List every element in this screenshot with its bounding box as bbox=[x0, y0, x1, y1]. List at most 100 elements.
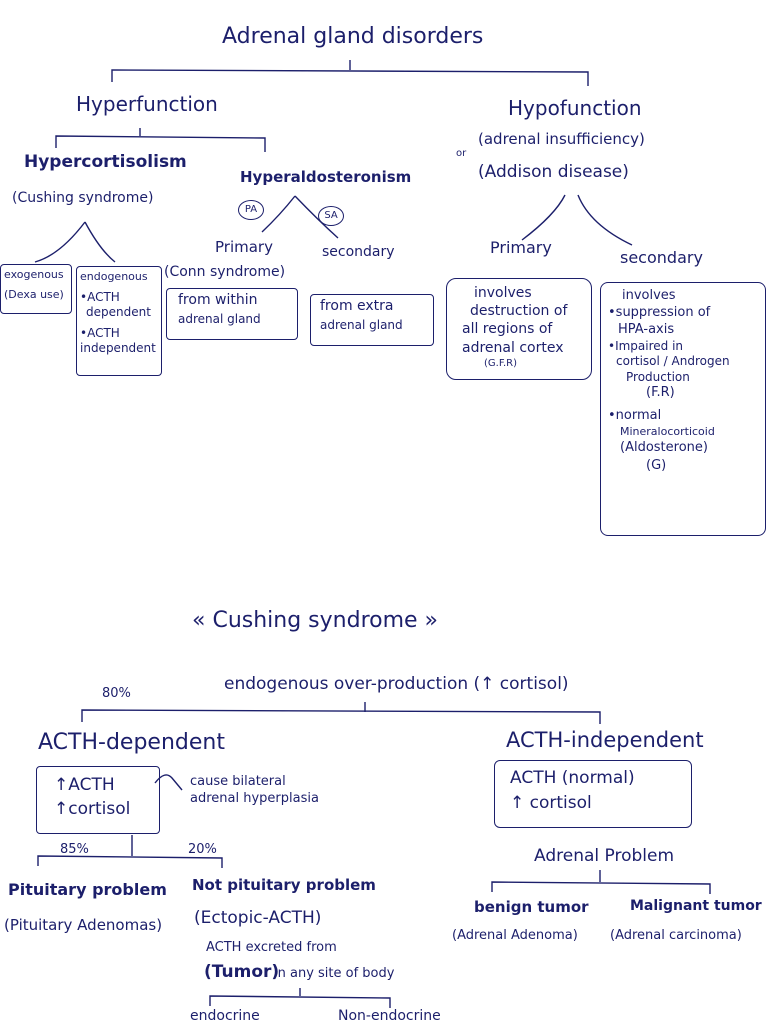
endocrine-label: endocrine bbox=[190, 1008, 260, 1024]
pct-85-label: 85% bbox=[60, 842, 89, 857]
hypofunction-label: Hypofunction bbox=[508, 96, 642, 120]
connector bbox=[491, 881, 711, 894]
primary-box-line: destruction of bbox=[470, 303, 568, 320]
cushing-subtitle: endogenous over-production (↑ cortisol) bbox=[224, 674, 569, 694]
ectopic-acth-label: (Ectopic-ACTH) bbox=[194, 908, 322, 928]
from-within-box bbox=[166, 288, 298, 340]
endogenous-label: endogenous bbox=[80, 270, 148, 283]
connector bbox=[34, 221, 86, 263]
diagram-title: Adrenal gland disorders bbox=[222, 24, 484, 49]
endogenous-item: independent bbox=[80, 340, 156, 355]
from-within-text: from within adrenal gland bbox=[178, 292, 261, 327]
or-label: or bbox=[456, 148, 467, 159]
benign-tumor-label: benign tumor bbox=[474, 898, 589, 916]
malignant-tumor-label: Malignant tumor bbox=[630, 898, 762, 914]
secondary-box-line: (F.R) bbox=[646, 385, 675, 401]
secondary-box-line: HPA-axis bbox=[618, 321, 675, 337]
secondary-box-line: •normal bbox=[608, 408, 662, 424]
connector bbox=[84, 221, 116, 263]
secondary-hypo-text: involves •suppression of HPA-axis •Impai… bbox=[608, 288, 730, 475]
dexa-use-label: (Dexa use) bbox=[4, 287, 64, 301]
from-extra-box bbox=[310, 294, 434, 346]
from-extra-line: adrenal gland bbox=[320, 317, 403, 332]
conn-syndrome-label: (Conn syndrome) bbox=[164, 264, 286, 280]
primary-box-line: (G.F.R) bbox=[484, 357, 518, 369]
sa-circle: SA bbox=[318, 206, 344, 226]
any-site-label: in any site of body bbox=[274, 966, 395, 981]
secondary-box-line: •Impaired in bbox=[608, 338, 684, 353]
not-pituitary-label: Not pituitary problem bbox=[192, 876, 376, 894]
acth-dependent-box bbox=[36, 766, 160, 834]
secondary-hypo-label: secondary bbox=[620, 248, 703, 267]
acth-independent-box bbox=[494, 760, 692, 828]
dep-box-line: ↑cortisol bbox=[54, 798, 131, 819]
hyperaldosteronism-label: Hyperaldosteronism bbox=[240, 168, 412, 186]
dep-note-line: adrenal hyperplasia bbox=[190, 790, 319, 806]
cushing-title: « Cushing syndrome » bbox=[192, 608, 439, 633]
secondary-box-line: involves bbox=[622, 288, 676, 303]
hypercortisolism-label: Hypercortisolism bbox=[24, 152, 187, 172]
connector bbox=[37, 855, 223, 868]
pct-80-label: 80% bbox=[102, 686, 131, 701]
connector bbox=[55, 135, 266, 152]
dep-note-line: cause bilateral bbox=[190, 774, 286, 789]
endogenous-item: •ACTH bbox=[80, 289, 120, 304]
endogenous-item: •ACTH bbox=[80, 325, 120, 340]
primary-aldo-label: Primary bbox=[215, 238, 273, 256]
secondary-hypo-box bbox=[600, 282, 766, 536]
secondary-box-line: Production bbox=[626, 369, 690, 384]
endogenous-box bbox=[76, 266, 162, 376]
primary-hypo-box bbox=[446, 278, 592, 380]
connector bbox=[577, 194, 633, 246]
primary-box-line: adrenal cortex bbox=[462, 339, 564, 356]
connector bbox=[154, 774, 183, 791]
hyperfunction-label: Hyperfunction bbox=[76, 92, 218, 116]
addison-label: (Addison disease) bbox=[478, 162, 629, 182]
primary-hypo-text: involves destruction of all regions of a… bbox=[462, 284, 567, 370]
tumor-label: (Tumor) bbox=[204, 962, 280, 982]
pa-circle: PA bbox=[238, 200, 264, 220]
acth-excreted-label: ACTH excreted from bbox=[206, 940, 337, 955]
adrenal-insufficiency-label: (adrenal insufficiency) bbox=[478, 130, 645, 148]
primary-box-line: all regions of bbox=[462, 321, 553, 338]
primary-box-line: involves bbox=[474, 285, 532, 301]
secondary-box-line: cortisol / Androgen bbox=[616, 354, 730, 369]
cushing-syndrome-label: (Cushing syndrome) bbox=[12, 190, 154, 206]
endogenous-item: dependent bbox=[86, 304, 151, 319]
adrenal-adenoma-label: (Adrenal Adenoma) bbox=[452, 928, 578, 943]
indep-box-line: ACTH (normal) bbox=[510, 768, 635, 788]
connector bbox=[521, 194, 566, 241]
from-within-line: adrenal gland bbox=[178, 311, 261, 326]
dep-box-line: ↑ACTH bbox=[54, 775, 115, 795]
secondary-box-line: (G) bbox=[646, 458, 667, 474]
adrenal-carcinoma-label: (Adrenal carcinoma) bbox=[610, 928, 742, 943]
exogenous-box bbox=[0, 264, 72, 314]
dep-note: cause bilateral adrenal hyperplasia bbox=[190, 774, 319, 808]
secondary-box-line: •suppression of bbox=[608, 304, 711, 320]
acth-independent-box-text: ACTH (normal) ↑ cortisol bbox=[510, 766, 635, 815]
secondary-aldo-label: secondary bbox=[322, 244, 395, 260]
acth-dependent-box-text: ↑ACTH ↑cortisol bbox=[54, 774, 130, 822]
non-endocrine-label: Non-endocrine bbox=[338, 1008, 441, 1024]
indep-box-line: ↑ cortisol bbox=[510, 792, 592, 813]
pituitary-problem-label: Pituitary problem bbox=[8, 880, 167, 899]
secondary-box-line: Mineralocorticoid bbox=[620, 425, 715, 439]
secondary-box-line: (Aldosterone) bbox=[620, 439, 708, 455]
acth-independent-label: ACTH-independent bbox=[506, 728, 704, 752]
connector bbox=[111, 69, 589, 86]
from-within-line: from within bbox=[178, 292, 258, 308]
pct-20-label: 20% bbox=[188, 842, 217, 857]
exogenous-label: exogenous bbox=[4, 268, 64, 281]
connector bbox=[81, 709, 601, 724]
exogenous-text: exogenous (Dexa use) bbox=[4, 268, 64, 302]
connector bbox=[209, 995, 391, 1008]
acth-dependent-label: ACTH-dependent bbox=[38, 730, 225, 755]
primary-hypo-label: Primary bbox=[490, 238, 552, 257]
adrenal-problem-label: Adrenal Problem bbox=[534, 846, 675, 866]
connector bbox=[294, 195, 339, 239]
from-extra-text: from extra adrenal gland bbox=[320, 298, 403, 333]
pituitary-adenomas-label: (Pituitary Adenomas) bbox=[4, 916, 163, 934]
endogenous-text: endogenous •ACTH dependent •ACTH indepen… bbox=[80, 270, 156, 356]
from-extra-line: from extra bbox=[320, 298, 394, 314]
